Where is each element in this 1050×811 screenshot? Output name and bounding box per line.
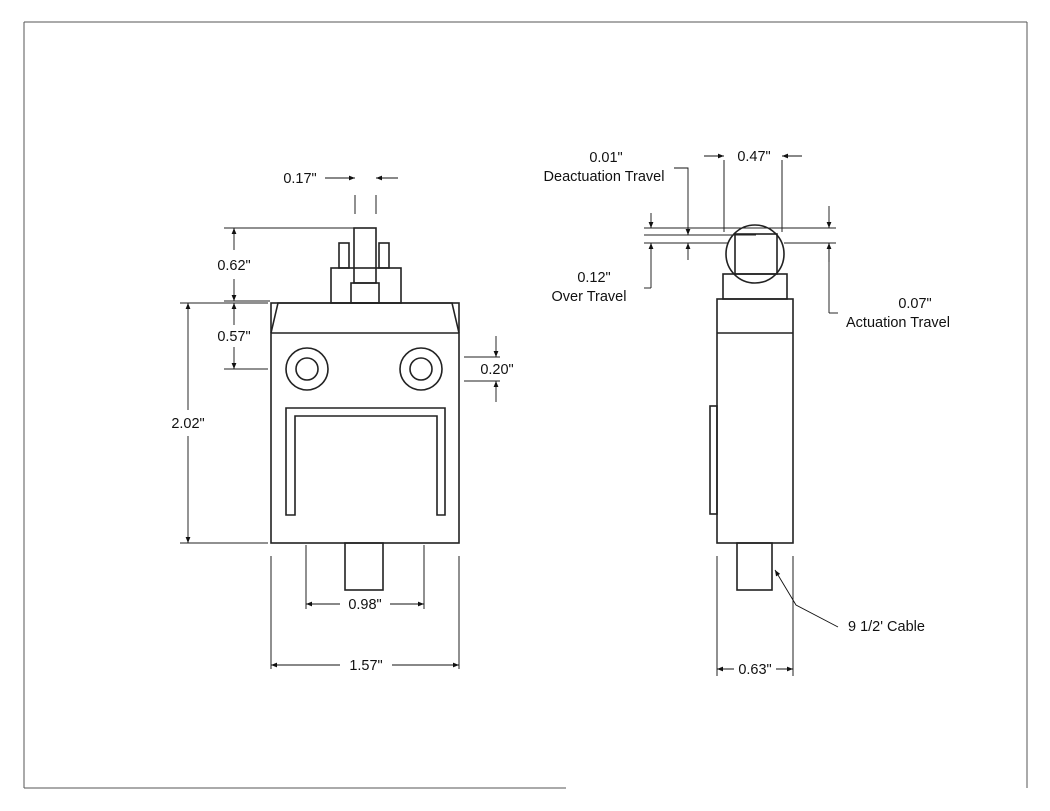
cable-stub [344,542,384,591]
dim-body-depth: 0.63" [717,662,793,678]
head-chamfer [270,302,460,334]
dim-cable-spacing: 0.98" [306,597,424,613]
cable-note: 9 1/2' Cable [848,619,925,635]
dim-label: 0.47" [737,149,770,165]
switch-neck [722,273,788,300]
extension-lines [180,195,500,669]
dim-caption: Actuation Travel [846,315,950,331]
dim-label: 0.62" [217,258,250,274]
dim-caption: Deactuation Travel [544,169,665,185]
dim-roller-width: 0.47" [704,149,802,165]
dim-label: 0.20" [480,362,513,378]
switch-body-side [716,298,794,544]
extension-lines-side [644,160,836,676]
dim-label: 2.02" [171,416,204,432]
mounting-hole-left [285,347,329,391]
cable-leader: 9 1/2' Cable [774,569,925,635]
roller [725,224,785,284]
dim-head-height: 0.57" [217,303,251,369]
side-view: 0.47" 0.01" Deactuation Travel 0.12" Ove… [544,149,950,678]
dim-label: 0.57" [217,329,250,345]
dim-deactuation-travel: 0.01" Deactuation Travel [544,150,691,260]
dim-label: 1.57" [349,658,382,674]
dim-plunger-width: 0.17" [283,171,398,187]
sheet-frame [23,21,1028,789]
dim-label: 0.63" [738,662,771,678]
dim-hole-diameter: 0.20" [480,336,514,402]
dim-label: 0.07" [898,296,931,312]
label-window [285,407,446,516]
dim-label: 0.12" [577,270,610,286]
dim-label: 0.98" [348,597,381,613]
side-tab [709,405,718,515]
dim-caption: Over Travel [552,289,627,305]
dim-label: 0.17" [283,171,316,187]
cable-stub-side [736,542,773,591]
dim-label: 0.01" [589,150,622,166]
switch-body [270,302,460,544]
dim-plunger-height: 0.62" [217,228,251,301]
front-view: 0.17" 0.62" 0.57" 2.02" 0.20" [171,171,513,674]
roller-plunger [330,227,402,304]
mounting-hole-right [399,347,443,391]
dim-actuation-travel: 0.07" Actuation Travel [826,206,950,331]
dim-body-height: 2.02" [171,303,205,543]
dim-over-travel: 0.12" Over Travel [552,213,654,305]
dim-body-width: 1.57" [271,658,459,674]
